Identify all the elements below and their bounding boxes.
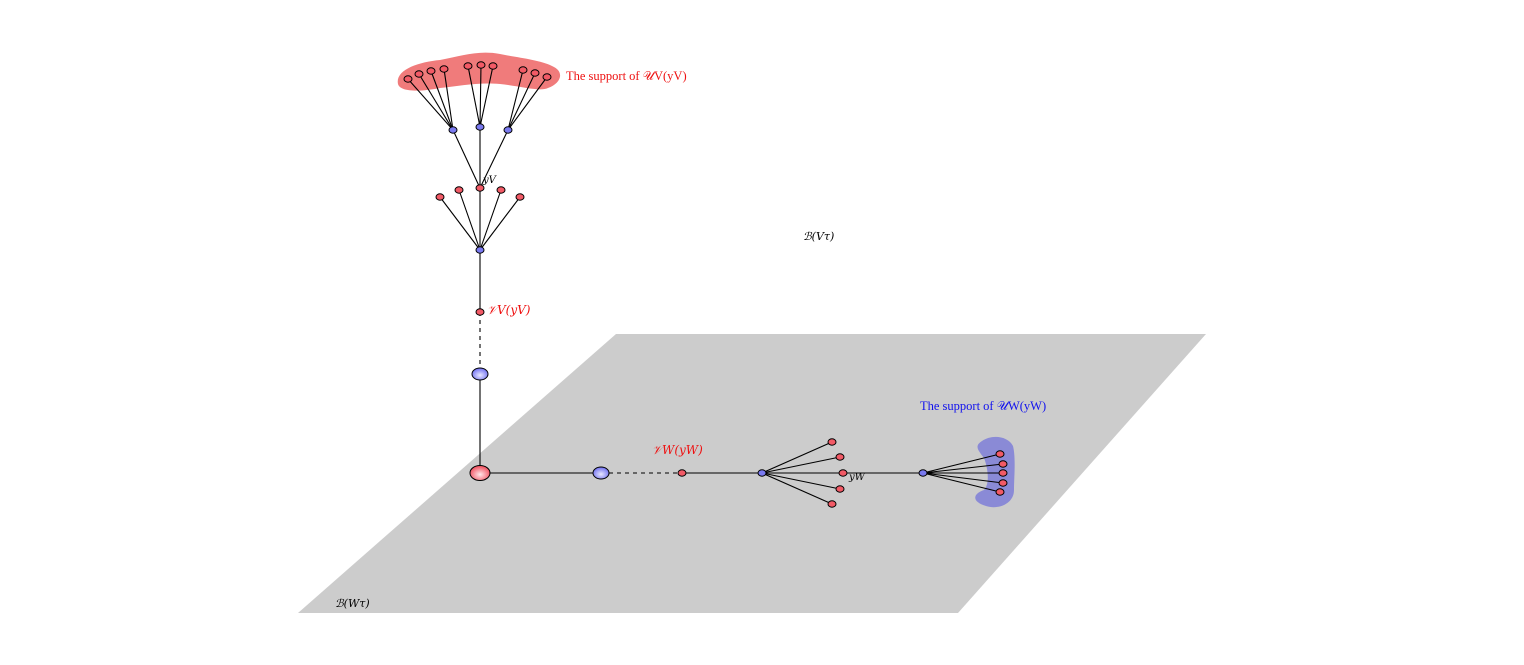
support-v-blob	[397, 52, 561, 91]
red-nodes-fan-2	[995, 450, 1008, 496]
red-leaf-nodes-top	[403, 61, 552, 83]
blue-node-fan-1	[757, 469, 767, 477]
node-y-v	[475, 184, 485, 192]
label-script-v: 𝒱V(yV)	[487, 303, 531, 317]
support-w-blob	[975, 436, 1015, 508]
label-y-w: yW	[848, 472, 866, 483]
label-region-v: ℬ(Vτ)	[803, 230, 834, 243]
edges	[407, 64, 1004, 505]
label-plane-w: ℬ(Wτ)	[335, 597, 370, 610]
root-node	[469, 465, 491, 481]
blue-node-fan-2	[918, 469, 928, 477]
label-support-v: The support of 𝒰V(yV)	[566, 69, 687, 83]
large-blue-node-horizontal	[592, 466, 610, 480]
label-support-w: The support of 𝒰W(yW)	[920, 399, 1046, 413]
red-node-v-w	[677, 469, 687, 477]
blue-nodes-top	[448, 123, 513, 134]
label-script-w: 𝒱W(yW)	[652, 443, 703, 457]
label-y-v: yV	[482, 175, 498, 186]
blue-node-middle	[475, 246, 485, 254]
node-y-w	[838, 469, 848, 477]
red-nodes-fan-1	[827, 438, 848, 508]
red-nodes-middle	[435, 184, 525, 316]
large-blue-node-vertical	[471, 367, 489, 381]
